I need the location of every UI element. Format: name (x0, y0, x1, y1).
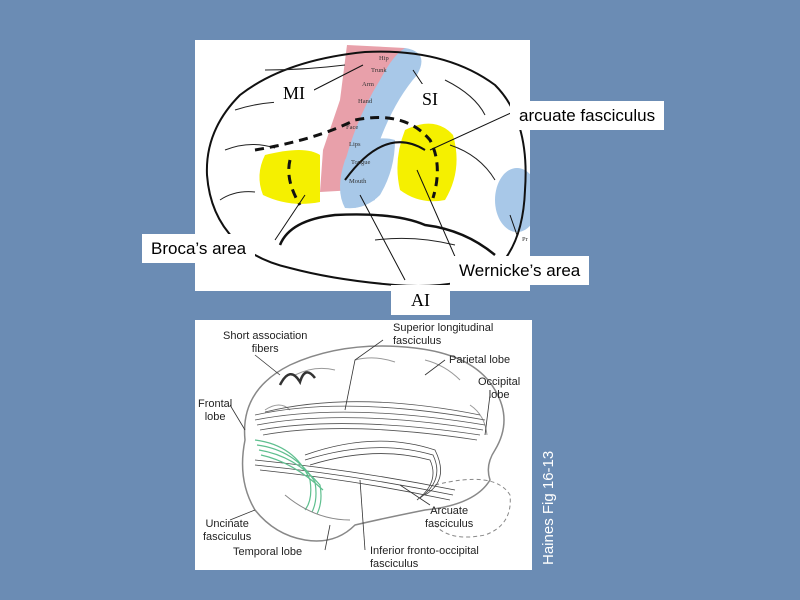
homunculus-label: Hip (379, 55, 389, 62)
temporal-lobe-outline (278, 213, 496, 256)
wernicke-area-label: Wernicke’s area (450, 256, 590, 285)
broca-area-label: Broca’s area (142, 234, 256, 263)
ai-label: AI (391, 285, 450, 315)
homunculus-label: Tongue (351, 159, 371, 166)
homunculus-label: Mouth (349, 178, 367, 185)
sylvian-fissure (344, 141, 426, 181)
cerebellum-outline (434, 478, 511, 538)
superior-longitudinal-label: Superior longitudinal fasciculus (393, 322, 494, 347)
inferior-fronto-occipital-label: Inferior fronto-occipital fasciculus (370, 545, 479, 570)
arcuate-fasciculus-label: arcuate fasciculus (510, 101, 665, 130)
arcuate-fibers (254, 440, 456, 501)
occipital-lobe-label: Occipital lobe (478, 376, 521, 401)
temporal-lobe-label: Temporal lobe (233, 546, 303, 558)
frontal-lobe-label: Frontal lobe (198, 398, 233, 423)
brain-outline-drawing (205, 45, 530, 287)
brain-outline (241, 345, 505, 542)
parietal-lobe-label: Parietal lobe (449, 354, 511, 366)
homunculus-label: Trunk (371, 67, 387, 74)
visual-cortex-region (495, 168, 530, 232)
fiber-tract-drawing (229, 339, 511, 551)
figure-credit: Haines Fig 16-13 (540, 450, 557, 565)
short-association-label: Short association fibers (223, 330, 308, 355)
homunculus-label: Arm (362, 81, 374, 88)
uncinate-fasciculus-label: Uncinate fasciculus (203, 518, 252, 543)
uncinate-fibers (254, 439, 324, 515)
auditory-cortex-region (340, 138, 395, 209)
association-fibers-diagram: Short association fibers Superior longit… (195, 320, 532, 570)
short-association-fibers (278, 371, 316, 386)
mi-label: MI (274, 78, 314, 108)
pr-edge-label: Pr (522, 236, 528, 243)
arcuate-fasciculus-label: Arcuate fasciculus (425, 505, 474, 530)
arcuate-fasciculus-path (254, 116, 439, 199)
si-label: SI (413, 84, 448, 114)
cerebrum-outline (205, 50, 527, 287)
homunculus-label: Lips (349, 141, 361, 148)
homunculus-label: Face (346, 124, 359, 131)
superior-longitudinal-fibers (254, 401, 486, 441)
homunculus-label: Hand (358, 98, 373, 105)
